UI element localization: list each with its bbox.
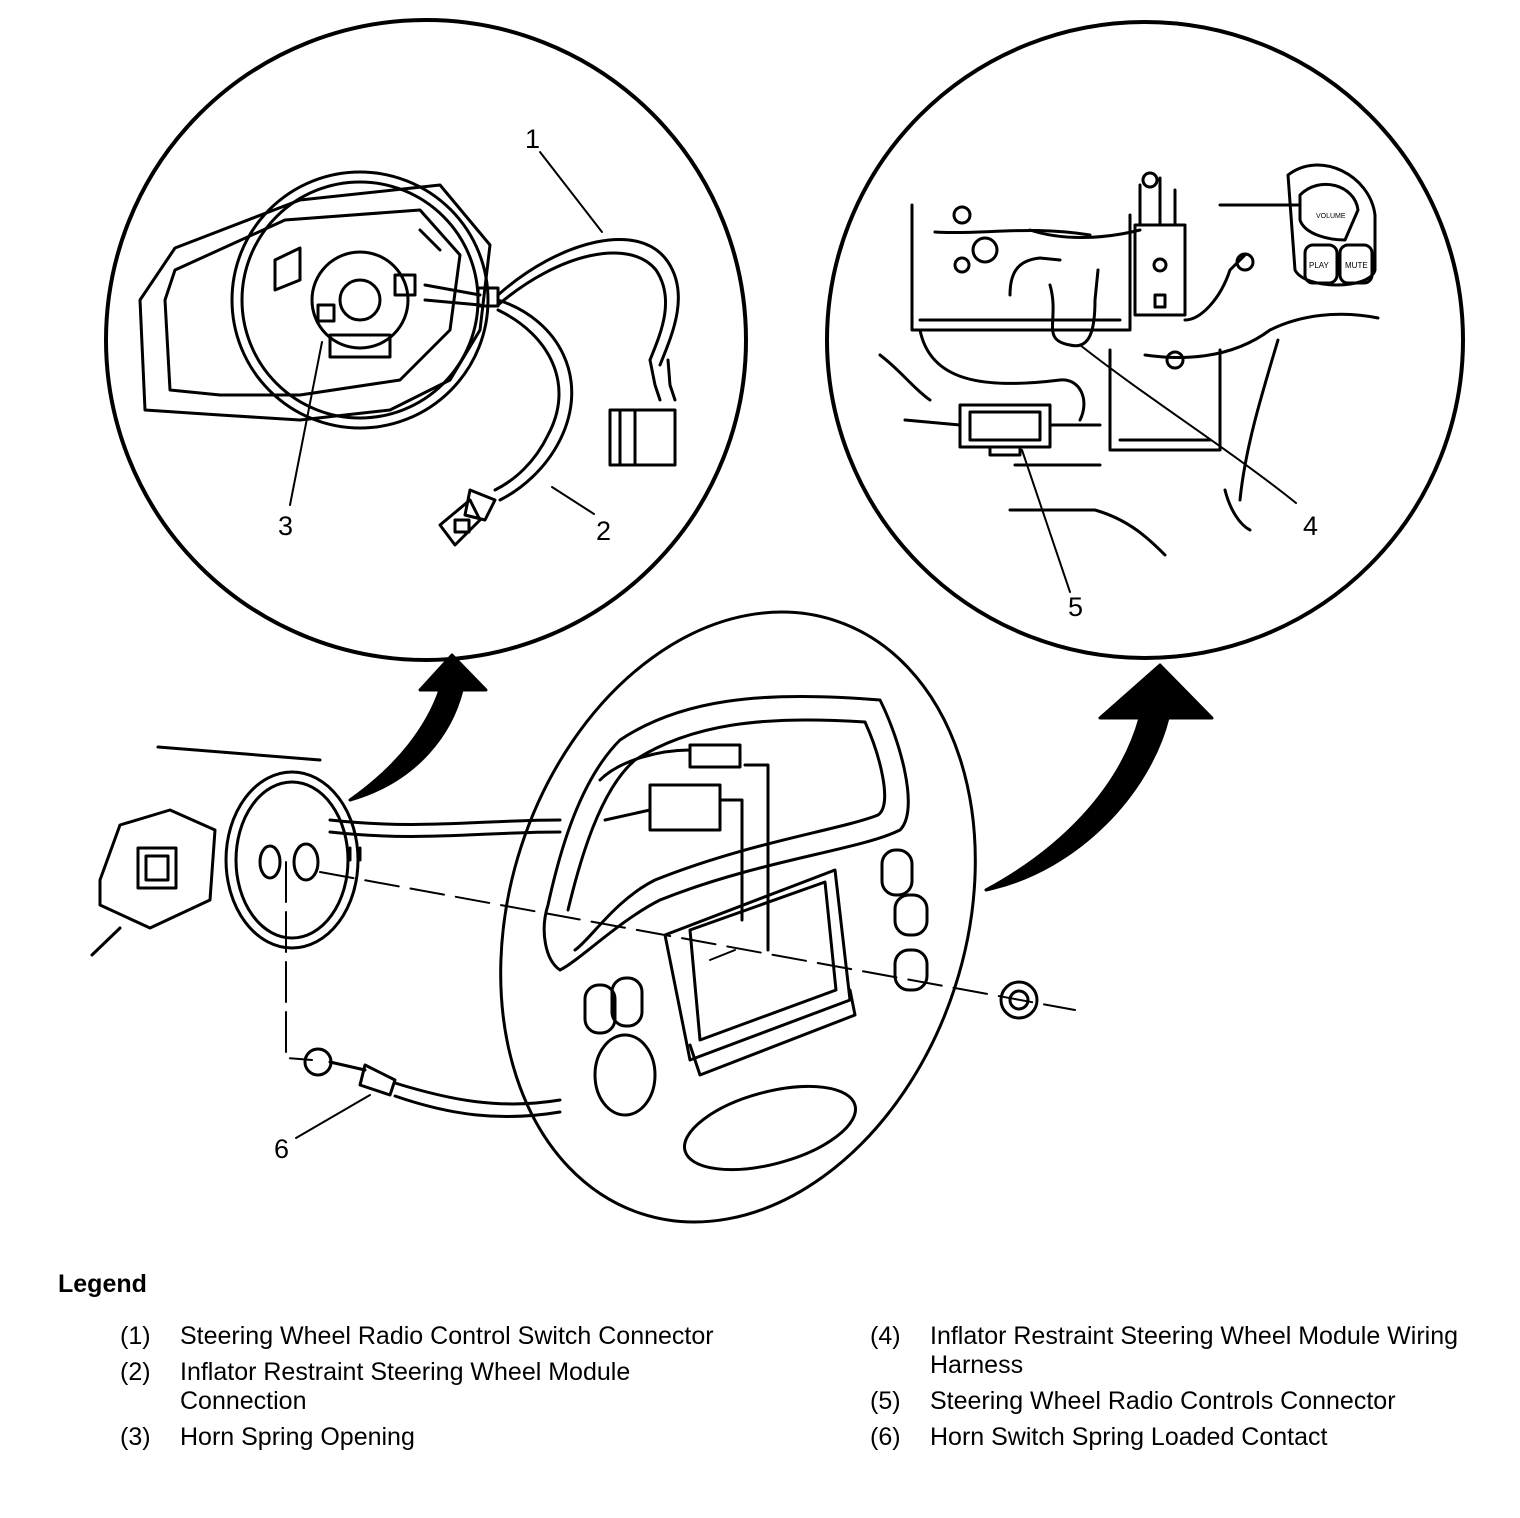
legend-item: (1) Steering Wheel Radio Control Switch … xyxy=(120,1322,760,1351)
legend-item-number: (5) xyxy=(870,1387,901,1415)
legend-item-text: Steering Wheel Radio Controls Connector xyxy=(930,1387,1396,1415)
legend-item: (6) Horn Switch Spring Loaded Contact xyxy=(870,1423,1510,1452)
legend-item-text: Inflator Restraint Steering Wheel Module… xyxy=(180,1358,631,1415)
callout-1: 1 xyxy=(525,124,540,154)
legend-column-right: (4) Inflator Restraint Steering Wheel Mo… xyxy=(870,1322,1510,1459)
callout-4: 4 xyxy=(1303,511,1318,541)
legend-item: (5) Steering Wheel Radio Controls Connec… xyxy=(870,1387,1510,1416)
legend-item-number: (1) xyxy=(120,1322,151,1350)
alignment-lines xyxy=(285,861,1076,1061)
right-detail-inset xyxy=(825,20,1465,660)
steering-wheel xyxy=(499,610,977,1224)
legend-title: Legend xyxy=(58,1270,147,1298)
horn-contact xyxy=(295,1047,562,1139)
diagram-artwork: 1 2 3 4 5 6 VOLUME PLAY MUTE xyxy=(90,18,1465,1224)
left-detail-inset xyxy=(104,18,748,662)
legend-item: (3) Horn Spring Opening xyxy=(120,1423,760,1452)
legend-item-number: (3) xyxy=(120,1423,151,1451)
callout-2: 2 xyxy=(596,516,611,546)
callout-6: 6 xyxy=(274,1134,289,1164)
legend-item-text: Steering Wheel Radio Control Switch Conn… xyxy=(180,1322,714,1350)
detail-arrow-right xyxy=(984,663,1214,892)
legend-item: (2) Inflator Restraint Steering Wheel Mo… xyxy=(120,1358,760,1416)
legend-item-text: Horn Switch Spring Loaded Contact xyxy=(930,1423,1328,1451)
steering-column xyxy=(90,745,562,957)
legend-item-text: Horn Spring Opening xyxy=(180,1423,415,1451)
detail-arrow-left xyxy=(348,653,488,802)
radio-label-mute: MUTE xyxy=(1345,261,1368,270)
legend-item: (4) Inflator Restraint Steering Wheel Mo… xyxy=(870,1322,1510,1380)
radio-label-volume: VOLUME xyxy=(1316,213,1346,220)
legend-item-number: (2) xyxy=(120,1358,151,1386)
callout-5: 5 xyxy=(1068,592,1083,622)
callout-3: 3 xyxy=(278,511,293,541)
legend-item-number: (6) xyxy=(870,1423,901,1451)
legend-item-text: Inflator Restraint Steering Wheel Module… xyxy=(930,1322,1459,1379)
radio-label-play: PLAY xyxy=(1309,261,1330,270)
retaining-nut xyxy=(999,980,1039,1020)
legend-item-number: (4) xyxy=(870,1322,901,1350)
legend-column-left: (1) Steering Wheel Radio Control Switch … xyxy=(120,1322,760,1459)
